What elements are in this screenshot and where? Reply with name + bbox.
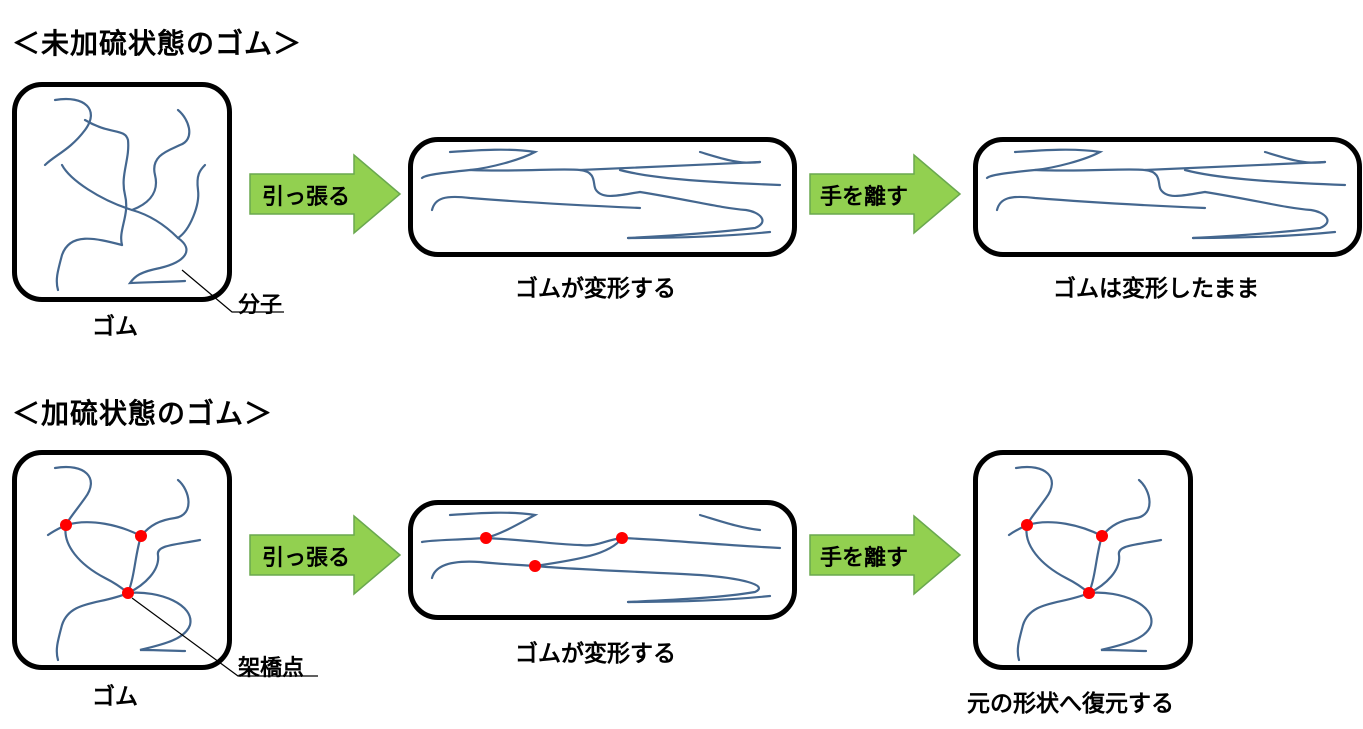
- arrow-pull-label: 引っ張る: [262, 185, 351, 210]
- crosslink-points-stretched: [480, 532, 628, 572]
- section-heading-vulcanized: ＜加硫状態のゴム＞: [12, 397, 274, 430]
- molecule-chains-relaxed: [43, 97, 207, 292]
- rubber-box-stretched: [408, 137, 797, 257]
- callout-molecule: 分子: [238, 293, 283, 318]
- arrow-pull: [249, 153, 402, 235]
- molecule-chains-vulcanized-restored: [1007, 465, 1163, 662]
- leader-line-crosslink: [131, 597, 318, 677]
- crosslink-dot: [60, 519, 72, 531]
- crosslink-dot: [135, 530, 147, 542]
- crosslink-dot: [480, 532, 492, 544]
- crosslink-dot: [1021, 519, 1033, 531]
- rubber-box-released: [973, 137, 1362, 257]
- molecule-chains-vulcanized-stretched: [420, 511, 782, 604]
- crosslink-dot: [1096, 530, 1108, 542]
- crosslink-dot: [616, 532, 628, 544]
- crosslink-points-restored: [1021, 519, 1108, 599]
- arrow-pull-vulcanized: [249, 514, 402, 596]
- molecule-chains-released: [985, 148, 1347, 240]
- arrow-pull-vulcanized-label: 引っ張る: [262, 546, 351, 571]
- stage-caption-rubber-vulcanized: ゴム: [92, 684, 138, 710]
- stage-caption-restored: 元の形状へ復元する: [967, 691, 1174, 717]
- crosslink-dot: [1083, 587, 1095, 599]
- molecule-chains-stretched: [420, 148, 782, 240]
- callout-crosslink: 架橋点: [238, 656, 305, 681]
- stage-caption-rubber: ゴム: [92, 314, 138, 340]
- crosslink-dot: [122, 587, 134, 599]
- crosslink-dot: [529, 560, 541, 572]
- section-heading-unvulcanized: ＜未加硫状態のゴム＞: [12, 27, 303, 60]
- stage-caption-deformed: ゴムが変形する: [515, 276, 676, 302]
- leader-line-molecule: [181, 269, 284, 313]
- arrow-release: [809, 153, 962, 235]
- stage-caption-stays-deformed: ゴムは変形したまま: [1053, 276, 1260, 302]
- arrow-release-vulcanized: [809, 514, 962, 596]
- arrow-release-vulcanized-label: 手を離す: [820, 546, 909, 571]
- crosslink-points-relaxed: [60, 519, 147, 599]
- arrow-release-label: 手を離す: [820, 185, 909, 210]
- rubber-box-relaxed: [12, 82, 232, 302]
- vulcanized-box-restored: [973, 450, 1193, 670]
- vulcanized-box-relaxed: [12, 450, 232, 670]
- stage-caption-deformed-vulcanized: ゴムが変形する: [515, 641, 676, 667]
